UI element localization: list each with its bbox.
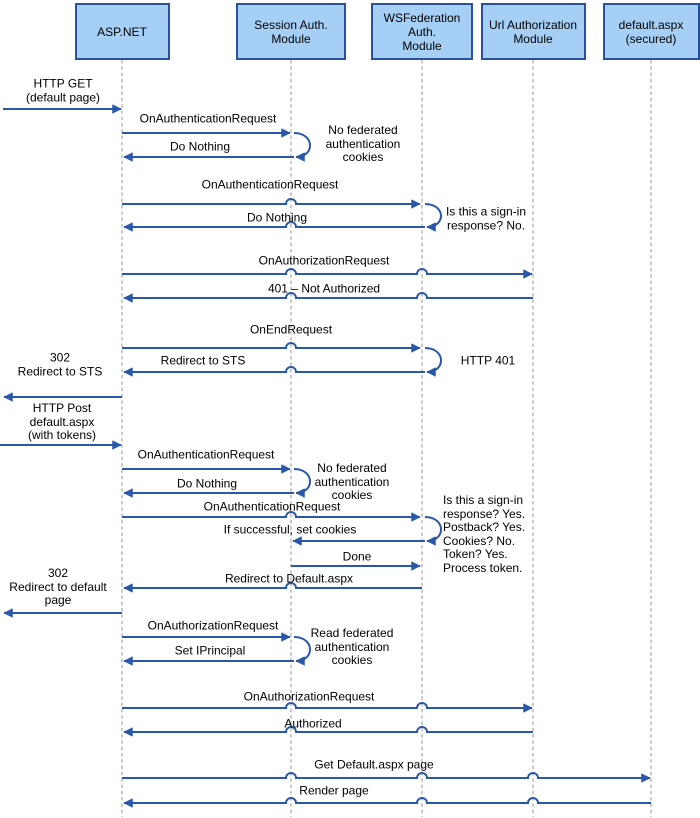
actor-box-default-aspx: default.aspx (secured) [602,3,700,60]
message-arrow [123,366,425,377]
message-label: OnAuthenticationRequest [139,111,277,126]
self-loop [424,203,442,232]
message-label: Authorized [284,716,342,731]
actor-box-session-auth-module: Session Auth. Module [236,3,346,60]
message-label: Redirect to Default.aspx [224,571,354,586]
annotation: No federated authentication cookies [314,460,390,502]
message-label: If successful, set cookies [223,522,357,537]
annotation: No federated authentication cookies [325,122,401,164]
message-label: Done [342,549,372,564]
message-arrow [122,772,651,783]
message-arrow [122,198,421,209]
message-arrow [122,268,533,279]
message-label: OnAuthenticationRequest [201,177,339,192]
annotation: Is this a sign-in response? Yes. Postbac… [443,493,526,575]
message-label: Get Default.aspx page [314,757,434,772]
message-label: OnAuthorizationRequest [258,253,390,268]
message-label: OnAuthorizationRequest [243,689,375,704]
message-arrow [123,221,425,232]
annotation: HTTP Post default.aspx (with tokens) [27,400,97,442]
annotation: Read federated authentication cookies [310,625,394,667]
message-label: OnAuthenticationRequest [137,447,275,462]
message-label: Do Nothing [246,210,308,225]
message-arrow [123,582,422,593]
annotation: 302 Redirect to default page [9,565,107,607]
annotation: HTTP GET (default page) [25,76,101,104]
self-loop [293,468,311,498]
actor-box-wsfederation-auth-module: WSFederation Auth. Module [371,3,473,60]
message-arrow [123,797,651,808]
actor-box-aspnet: ASP.NET [74,3,170,60]
message-label: Do Nothing [176,476,238,491]
message-label: Redirect to STS [160,353,246,368]
message-label: Do Nothing [169,139,231,154]
annotation: HTTP 401 [460,353,516,368]
message-label: 401 – Not Authorized [267,281,381,296]
self-loop [293,636,311,666]
message-label: Render page [299,783,369,798]
annotation: Is this a sign-in response? No. [445,204,527,232]
message-label: OnAuthenticationRequest [203,499,341,514]
actor-box-url-authorization-module: Url Authorization Module [480,3,586,60]
message-label: OnEndRequest [249,322,333,337]
message-label: OnAuthorizationRequest [147,618,279,633]
annotation: 302 Redirect to STS [17,350,103,378]
message-arrow [123,292,533,303]
self-loop [293,132,311,162]
message-arrow [122,342,421,353]
self-loop [424,347,442,377]
message-arrow [122,511,421,522]
message-arrow [123,726,533,737]
message-arrow [122,702,533,713]
self-loop [424,516,442,546]
message-label: Set IPrincipal [174,643,246,658]
